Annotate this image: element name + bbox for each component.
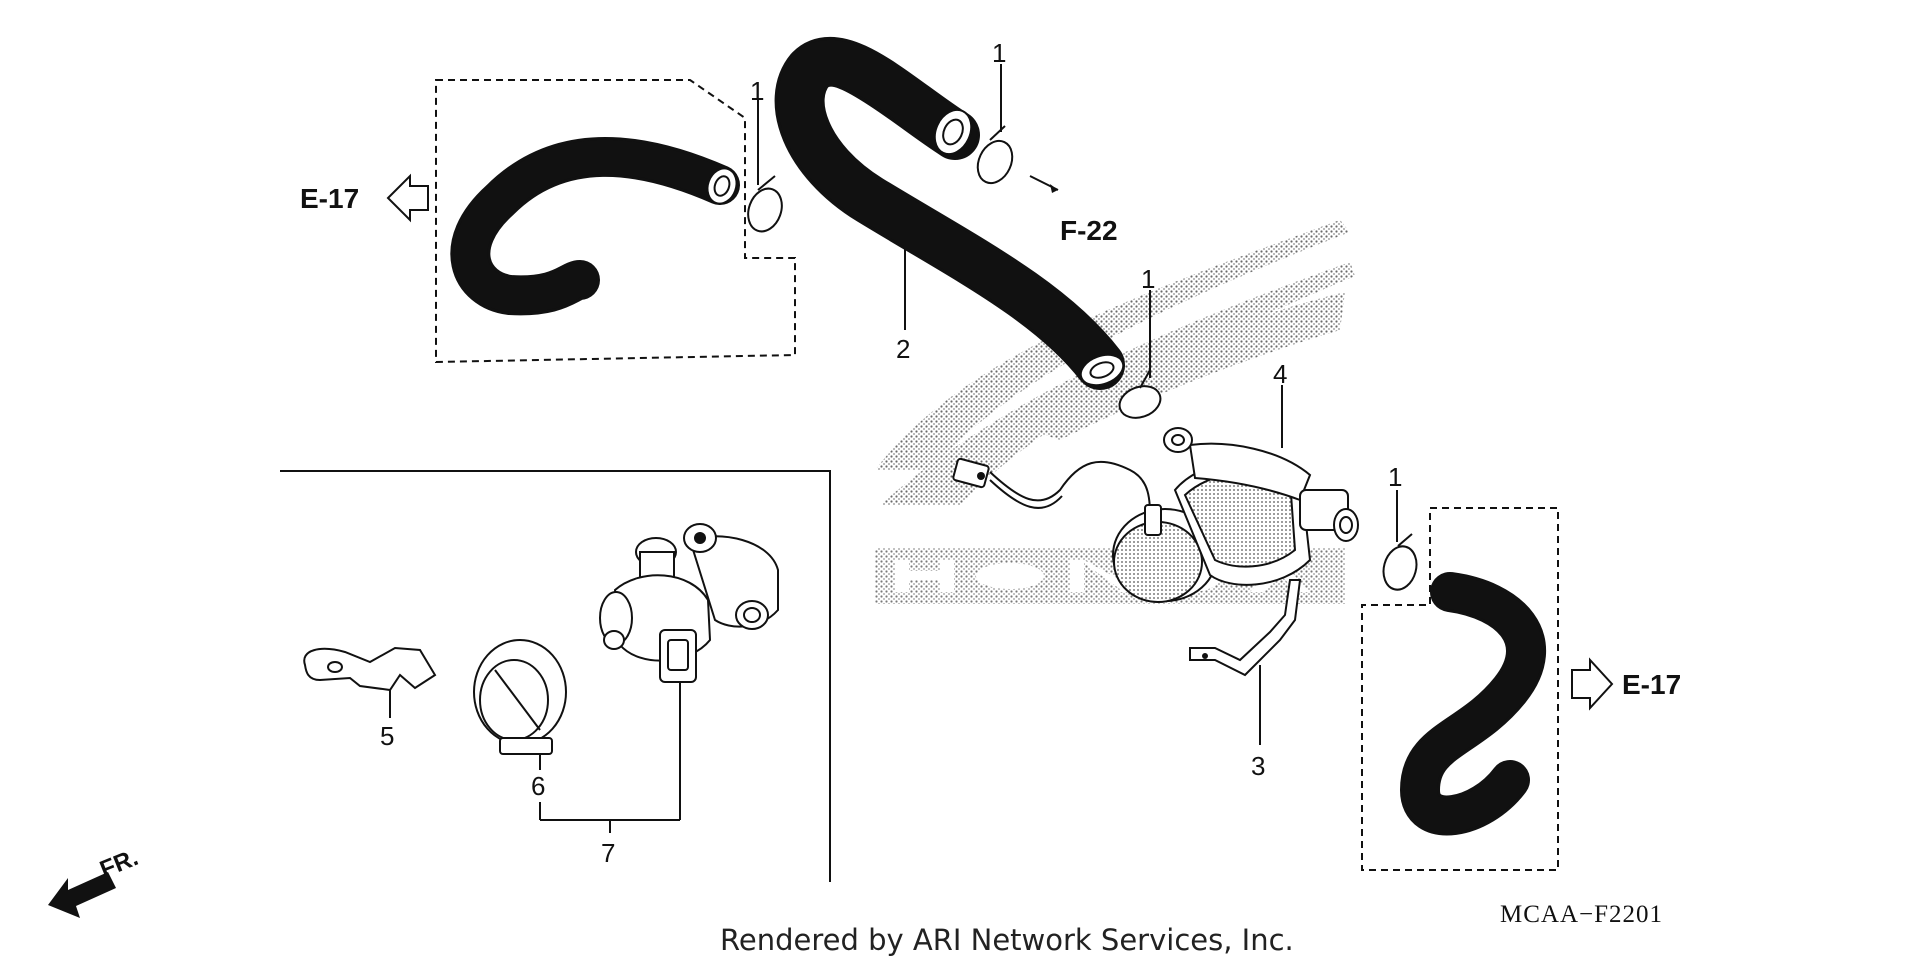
- callout-hose-2: 2: [896, 334, 910, 364]
- stay-3: 3: [1189, 579, 1302, 781]
- callout-clip-c: 1: [1141, 264, 1155, 294]
- left-hose-group: [435, 79, 796, 364]
- callout-clip-d: 1: [1388, 462, 1402, 492]
- footer-credit: Rendered by ARI Network Services, Inc.: [720, 923, 1294, 957]
- callout-band-6: 6: [531, 771, 545, 801]
- left-ref-label: E-17: [300, 183, 359, 214]
- callout-stay-3: 3: [1251, 751, 1265, 781]
- stay-5: 5: [303, 646, 437, 751]
- top-ref-label: F-22: [1060, 215, 1118, 246]
- band-6: 6: [473, 639, 567, 801]
- callout-clip-b: 1: [992, 38, 1006, 68]
- drawing-code: MCAA−F2201: [1500, 901, 1663, 928]
- callout-stay-5: 5: [380, 721, 394, 751]
- front-label: FR.: [96, 844, 142, 884]
- front-arrow: FR.: [48, 844, 142, 918]
- clip-b: 1: [976, 38, 1059, 193]
- clip-d: 1: [1382, 462, 1418, 591]
- air-valve-4: 4: [952, 359, 1359, 603]
- clip-a: 1: [747, 76, 783, 233]
- right-hose-group: [1361, 507, 1559, 871]
- right-ref: E-17: [1571, 657, 1681, 711]
- valve-assy-7: 7: [539, 523, 779, 868]
- left-ref: E-17: [300, 173, 429, 223]
- callout-valve-4: 4: [1273, 359, 1287, 389]
- hose-2: 2: [774, 37, 1125, 390]
- inset-frame: [280, 470, 831, 882]
- right-ref-label: E-17: [1622, 669, 1681, 700]
- clip-c: 1: [1118, 264, 1162, 419]
- callout-clip-a: 1: [750, 76, 764, 106]
- callout-valve-assy-7: 7: [601, 838, 615, 868]
